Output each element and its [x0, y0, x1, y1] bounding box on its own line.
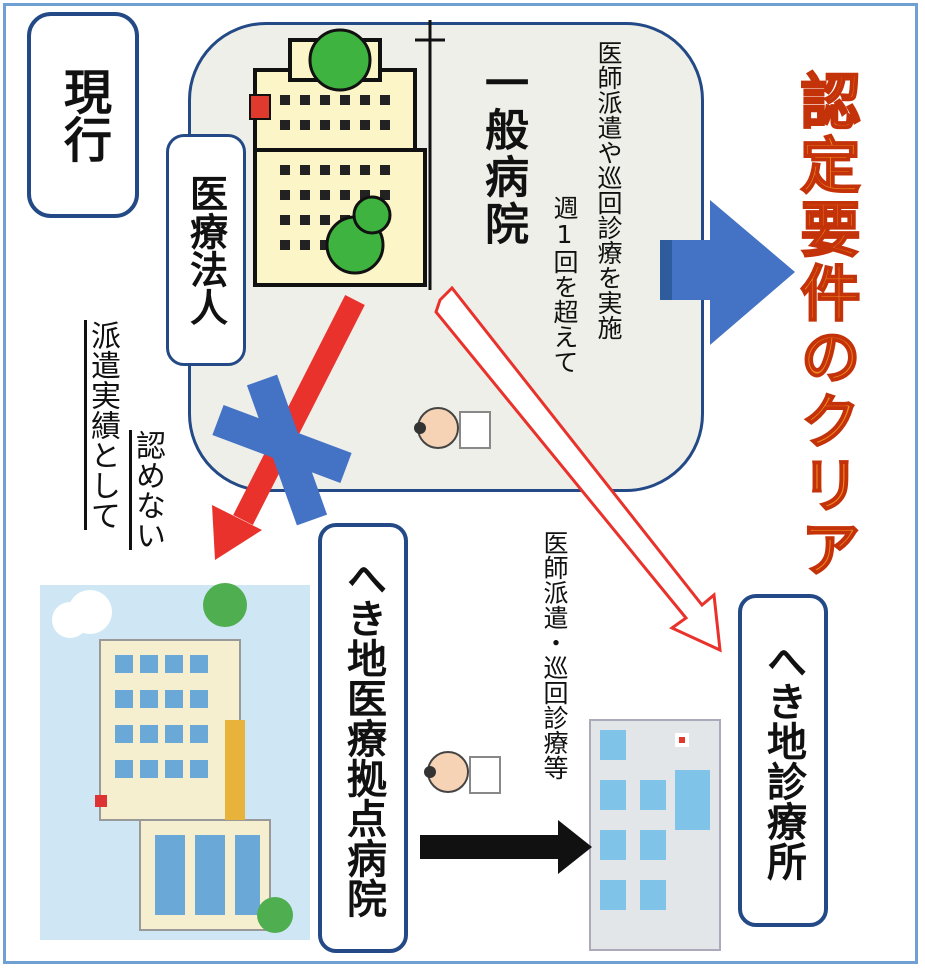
- diagram-frame: [3, 3, 918, 964]
- clinic-icon: [589, 719, 721, 951]
- large-hospital-icon: [40, 583, 310, 940]
- remote-base-hospital-label: へき地医療拠点病院: [318, 523, 408, 953]
- cross-mark-icon: [212, 374, 352, 526]
- general-hospital-title: 一般病院: [477, 60, 528, 248]
- blue-arrow: [660, 200, 795, 345]
- red-arrow-line: [233, 295, 365, 525]
- black-arrow-line: [420, 835, 560, 859]
- dispatch-rounds-label: 医師派遣・巡回診療等: [540, 530, 569, 780]
- hospital-building-icon: [249, 20, 445, 290]
- requirement-met-label: 認定要件のクリア: [789, 69, 861, 583]
- medical-corporation-label: 医療法人: [166, 134, 246, 366]
- weekly-note-line2: 医師派遣や巡回診療を実施: [594, 40, 623, 340]
- current-label: 現行: [27, 12, 139, 218]
- doctor-icon: [414, 407, 491, 449]
- red-arrow-head: [212, 505, 262, 560]
- not-counted-line2: 認めない: [130, 430, 165, 550]
- not-counted-line1: 派遣実績として: [85, 320, 120, 530]
- hollow-arrow: [434, 285, 722, 653]
- black-arrow-head: [558, 820, 592, 874]
- remote-clinic-label: へき地診療所: [738, 594, 828, 927]
- weekly-note-line1: 週1回を超えて: [550, 195, 579, 374]
- doctor-icon-2: [424, 751, 501, 794]
